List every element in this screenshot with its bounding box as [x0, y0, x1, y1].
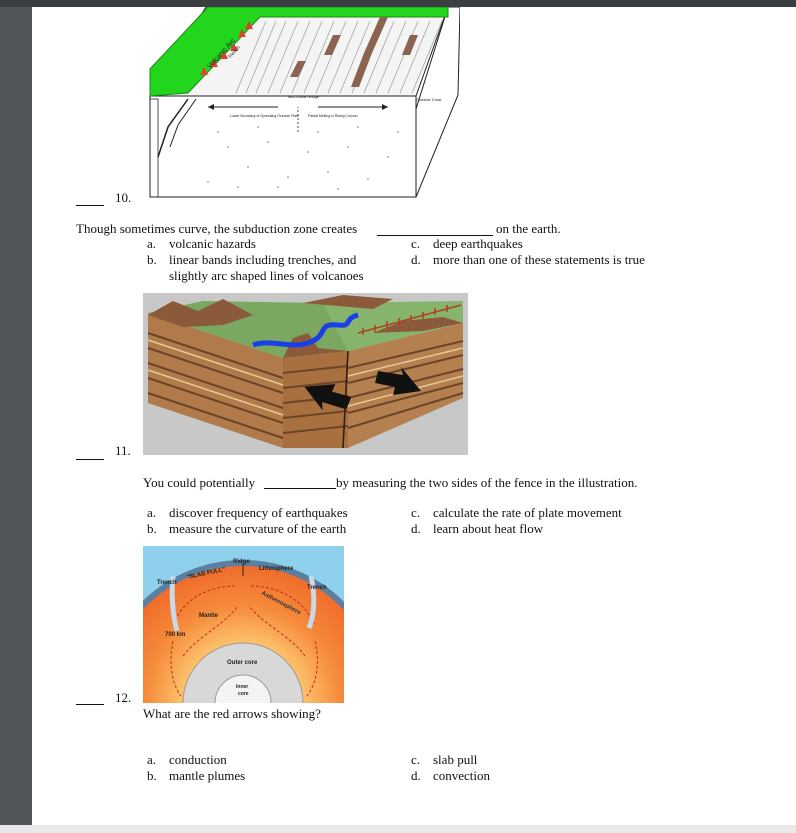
q12-number: 12.	[115, 690, 132, 705]
lithosphere-label: Lithosphere	[259, 566, 294, 572]
q12-option-b-letter: b.	[147, 768, 157, 783]
q10-option-b-text[interactable]: linear bands including trenches, and	[169, 252, 357, 267]
q11-option-a-text[interactable]: discover frequency of earthquakes	[169, 505, 348, 520]
q12-option-d-letter: d.	[411, 768, 421, 783]
q10-option-a-text[interactable]: volcanic hazards	[169, 236, 256, 251]
q10-option-d-text[interactable]: more than one of these statements is tru…	[433, 252, 645, 267]
q10-stem-start: Though sometimes curve, the subduction z…	[76, 221, 358, 236]
subduction-zone-figure: Volcanic Arc Trench Oceanic Crust Mid-Oc…	[148, 7, 460, 202]
q10-option-b-text-cont[interactable]: slightly arc shaped lines of volcanoes	[169, 268, 364, 283]
q11-fill-blank[interactable]	[264, 488, 336, 489]
partial-melting-label: Partial Melting in Rising Column	[308, 114, 358, 118]
q10-option-a-letter: a.	[147, 236, 157, 251]
q11-option-c-letter: c.	[411, 505, 421, 520]
q11-answer-blank[interactable]	[76, 459, 104, 460]
viewer-top-bar	[0, 0, 796, 7]
mantle-label: Mantle	[199, 613, 219, 619]
q11-option-b-text[interactable]: measure the curvature of the earth	[169, 521, 347, 536]
inner-core-label-2: core	[238, 691, 249, 697]
q11-number: 11.	[115, 443, 131, 458]
q12-option-a-letter: a.	[147, 752, 157, 767]
q12-stem: What are the red arrows showing?	[143, 706, 321, 721]
depth-label: 700 km	[165, 632, 185, 638]
q11-option-d-text[interactable]: learn about heat flow	[433, 521, 544, 536]
q11-option-b-letter: b.	[147, 521, 157, 536]
q10-option-b-letter: b.	[147, 252, 157, 267]
q11-option-d-letter: d.	[411, 521, 421, 536]
q12-option-d-text[interactable]: convection	[433, 768, 491, 783]
fault-fence-figure	[143, 293, 468, 455]
ridge-label: Ridge	[233, 559, 250, 565]
q10-option-c-text[interactable]: deep earthquakes	[433, 236, 523, 251]
oceanic-crust-label: Oceanic Crust	[416, 97, 442, 102]
trench-right-label: Trench	[307, 585, 327, 591]
q11-option-a-letter: a.	[147, 505, 157, 520]
trench-left-label: Trench	[157, 580, 177, 586]
viewer-bottom-strip	[0, 825, 796, 833]
q10-option-d-letter: d.	[411, 252, 421, 267]
q10-option-c-letter: c.	[411, 236, 421, 251]
inner-core-label-1: Inner	[236, 684, 248, 690]
q10-fill-blank[interactable]	[377, 235, 493, 236]
q12-option-c-text[interactable]: slab pull	[433, 752, 478, 767]
lower-boundary-label: Lower Boundary of Spreading Oceanic Plat…	[230, 114, 299, 118]
mid-ocean-ridge-label: Mid-Ocean Ridge	[288, 94, 320, 99]
q12-option-c-letter: c.	[411, 752, 421, 767]
q10-answer-blank[interactable]	[76, 205, 104, 206]
q11-option-c-text[interactable]: calculate the rate of plate movement	[433, 505, 622, 520]
q11-stem-start: You could potentially	[143, 475, 256, 490]
q10-stem-end: on the earth.	[496, 221, 561, 236]
q12-option-a-text[interactable]: conduction	[169, 752, 227, 767]
q10-number: 10.	[115, 190, 132, 205]
q12-option-b-text[interactable]: mantle plumes	[169, 768, 246, 783]
q12-answer-blank[interactable]	[76, 704, 104, 705]
q11-stem-end: by measuring the two sides of the fence …	[336, 475, 638, 490]
mantle-convection-figure: Ridge Lithosphere Trench "SLAB PULL" Tre…	[143, 546, 344, 703]
outer-core-label: Outer core	[227, 660, 258, 666]
